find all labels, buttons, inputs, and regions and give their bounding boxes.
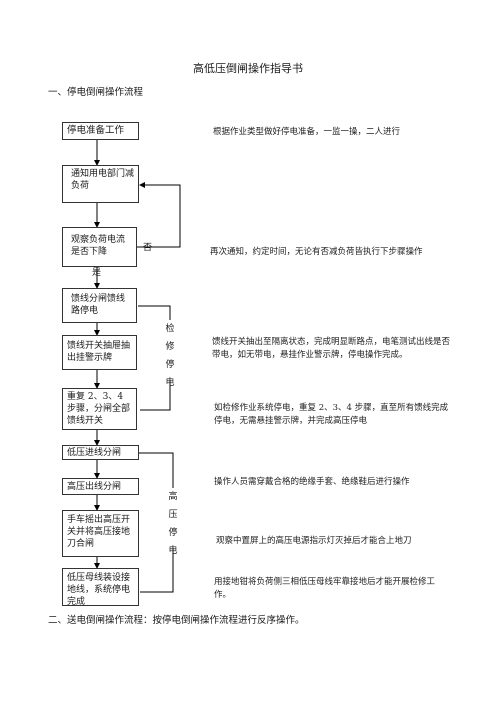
maintenance-outage-label: 检修停电 (165, 324, 175, 388)
step-1-box: 停电准备工作 (62, 122, 139, 140)
page-title: 高低压倒闸操作指导书 (193, 62, 303, 75)
step-5-box: 馈线开关抽屉抽出挂警示牌 (62, 335, 137, 370)
high-voltage-outage-label: 高压停电 (168, 492, 178, 556)
note-step-8: 操作人员需穿戴合格的绝缘手套、绝缘鞋后进行操作 (214, 477, 410, 487)
note-step-6: 如检修作业系统停电，重复 2、3、4 步骤，直至所有馈线完成停电，无需悬挂警示牌… (214, 403, 449, 426)
step-6-box: 重复 2、3、4 步骤，分闸全部馈线开关 (62, 388, 137, 430)
step-10-box: 低压母线装设接地线，系统停电完成 (62, 568, 139, 606)
step-2-box: 通知用电部门减负荷 (62, 165, 139, 203)
section-2-heading: 二、送电倒闸操作流程：按停电倒闸操作流程进行反序操作。 (48, 615, 305, 626)
branch-yes-label: 是 (92, 268, 102, 278)
step-9-box: 手车摇出高压开关并将高压接地刀合闸 (62, 510, 139, 557)
step-3-box: 观察负荷电流是否下降 (62, 227, 137, 267)
branch-no-label: 否 (143, 243, 153, 253)
note-step-5: 馈线开关抽出至隔离状态，完成明显断路点，电笔测试出线是否带电，如无带电，悬挂作业… (212, 337, 451, 360)
note-step-3: 再次通知，约定时间，无论有否减负荷皆执行下步骤操作 (210, 247, 423, 257)
section-1-heading: 一、停电倒闸操作流程 (48, 87, 144, 98)
step-7-box: 低压进线分闸 (62, 445, 139, 460)
note-step-10: 用接地钳将负荷侧三相低压母线牢靠接地后才能开展检修工作。 (214, 577, 436, 600)
step-8-box: 高压出线分闸 (62, 478, 139, 495)
step-4-box: 馈线分闸馈线路停电 (62, 288, 137, 323)
note-step-1: 根据作业类型做好停电准备，一监一操，二人进行 (213, 127, 401, 137)
note-step-9: 观察中置屏上的高压电源指示灯灭掉后才能合上地刀 (216, 536, 412, 546)
